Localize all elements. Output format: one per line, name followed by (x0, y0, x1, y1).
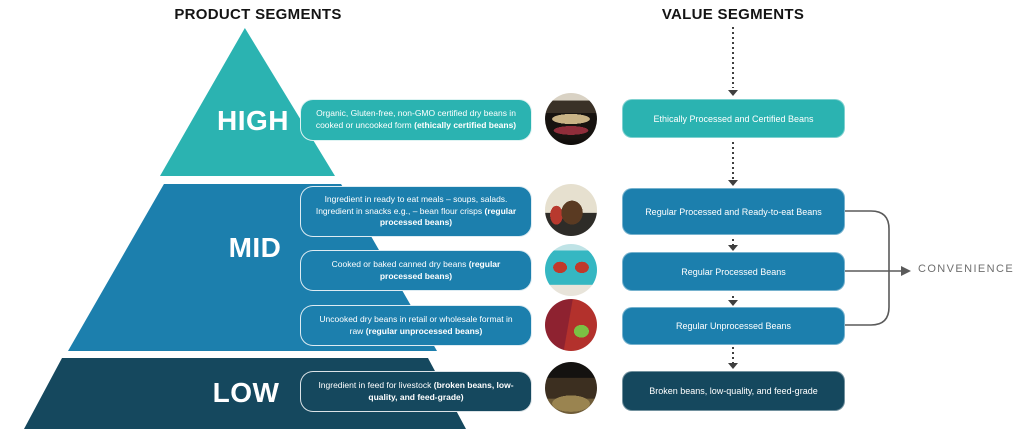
value-segment-box-ready-to-eat: Regular Processed and Ready-to-eat Beans (622, 188, 845, 235)
dotted-arrow-icon (732, 347, 734, 364)
value-segment-box-processed: Regular Processed Beans (622, 252, 845, 291)
heinz-beanz-cans-photo (545, 244, 597, 296)
value-segment-label: Regular Processed Beans (681, 266, 786, 277)
dotted-arrow-icon (732, 142, 734, 179)
dry-bean-packs-photo (545, 299, 597, 351)
value-segments-title: VALUE SEGMENTS (661, 6, 805, 23)
value-segment-label: Broken beans, low-quality, and feed-grad… (649, 386, 818, 396)
value-segment-label: Regular Processed and Ready-to-eat Beans (645, 206, 822, 217)
dotted-arrow-icon (732, 296, 734, 301)
value-segment-box-feed-grade: Broken beans, low-quality, and feed-grad… (622, 371, 845, 411)
tier-label-low: LOW (212, 377, 280, 408)
product-segment-text: Cooked or baked canned dry beans (regula… (331, 258, 501, 281)
product-segment-box-canned: Cooked or baked canned dry beans (regula… (300, 250, 532, 291)
product-segment-text: Organic, Gluten-free, non-GMO certified … (315, 108, 517, 130)
convenience-label: CONVENIENCE (918, 263, 1015, 275)
value-segment-box-unprocessed: Regular Unprocessed Beans (622, 307, 845, 345)
product-segments-title: PRODUCT SEGMENTS (174, 6, 342, 23)
livestock-cattle-photo (545, 362, 597, 414)
dotted-arrow-icon (732, 27, 734, 88)
product-segment-box-high: Organic, Gluten-free, non-GMO certified … (300, 99, 532, 141)
bean-snack-pack-photo (545, 184, 597, 236)
product-segment-box-ready-to-eat: Ingredient in ready to eat meals – soups… (300, 186, 532, 237)
product-segment-text: Ingredient in feed for livestock (broken… (318, 379, 514, 402)
certified-beans-jars-photo (545, 93, 597, 145)
value-segment-box-certified: Ethically Processed and Certified Beans (622, 99, 845, 138)
arrow-down-icon (728, 180, 738, 186)
tier-label-mid: MID (228, 232, 282, 263)
value-segment-label: Ethically Processed and Certified Beans (653, 113, 814, 124)
product-segment-box-low: Ingredient in feed for livestock (broken… (300, 371, 532, 412)
product-segment-text: Uncooked dry beans in retail or wholesal… (319, 313, 513, 336)
value-segment-label: Regular Unprocessed Beans (675, 321, 792, 331)
tier-label-high: HIGH (217, 105, 289, 136)
convenience-bracket-icon (845, 210, 911, 326)
arrow-down-icon (728, 90, 738, 96)
arrow-down-icon (728, 363, 738, 369)
arrow-down-icon (728, 245, 738, 251)
dotted-arrow-icon (732, 239, 734, 246)
product-segment-text: Ingredient in ready to eat meals – soups… (315, 193, 517, 228)
arrow-down-icon (728, 300, 738, 306)
product-segment-box-uncooked: Uncooked dry beans in retail or wholesal… (300, 305, 532, 346)
